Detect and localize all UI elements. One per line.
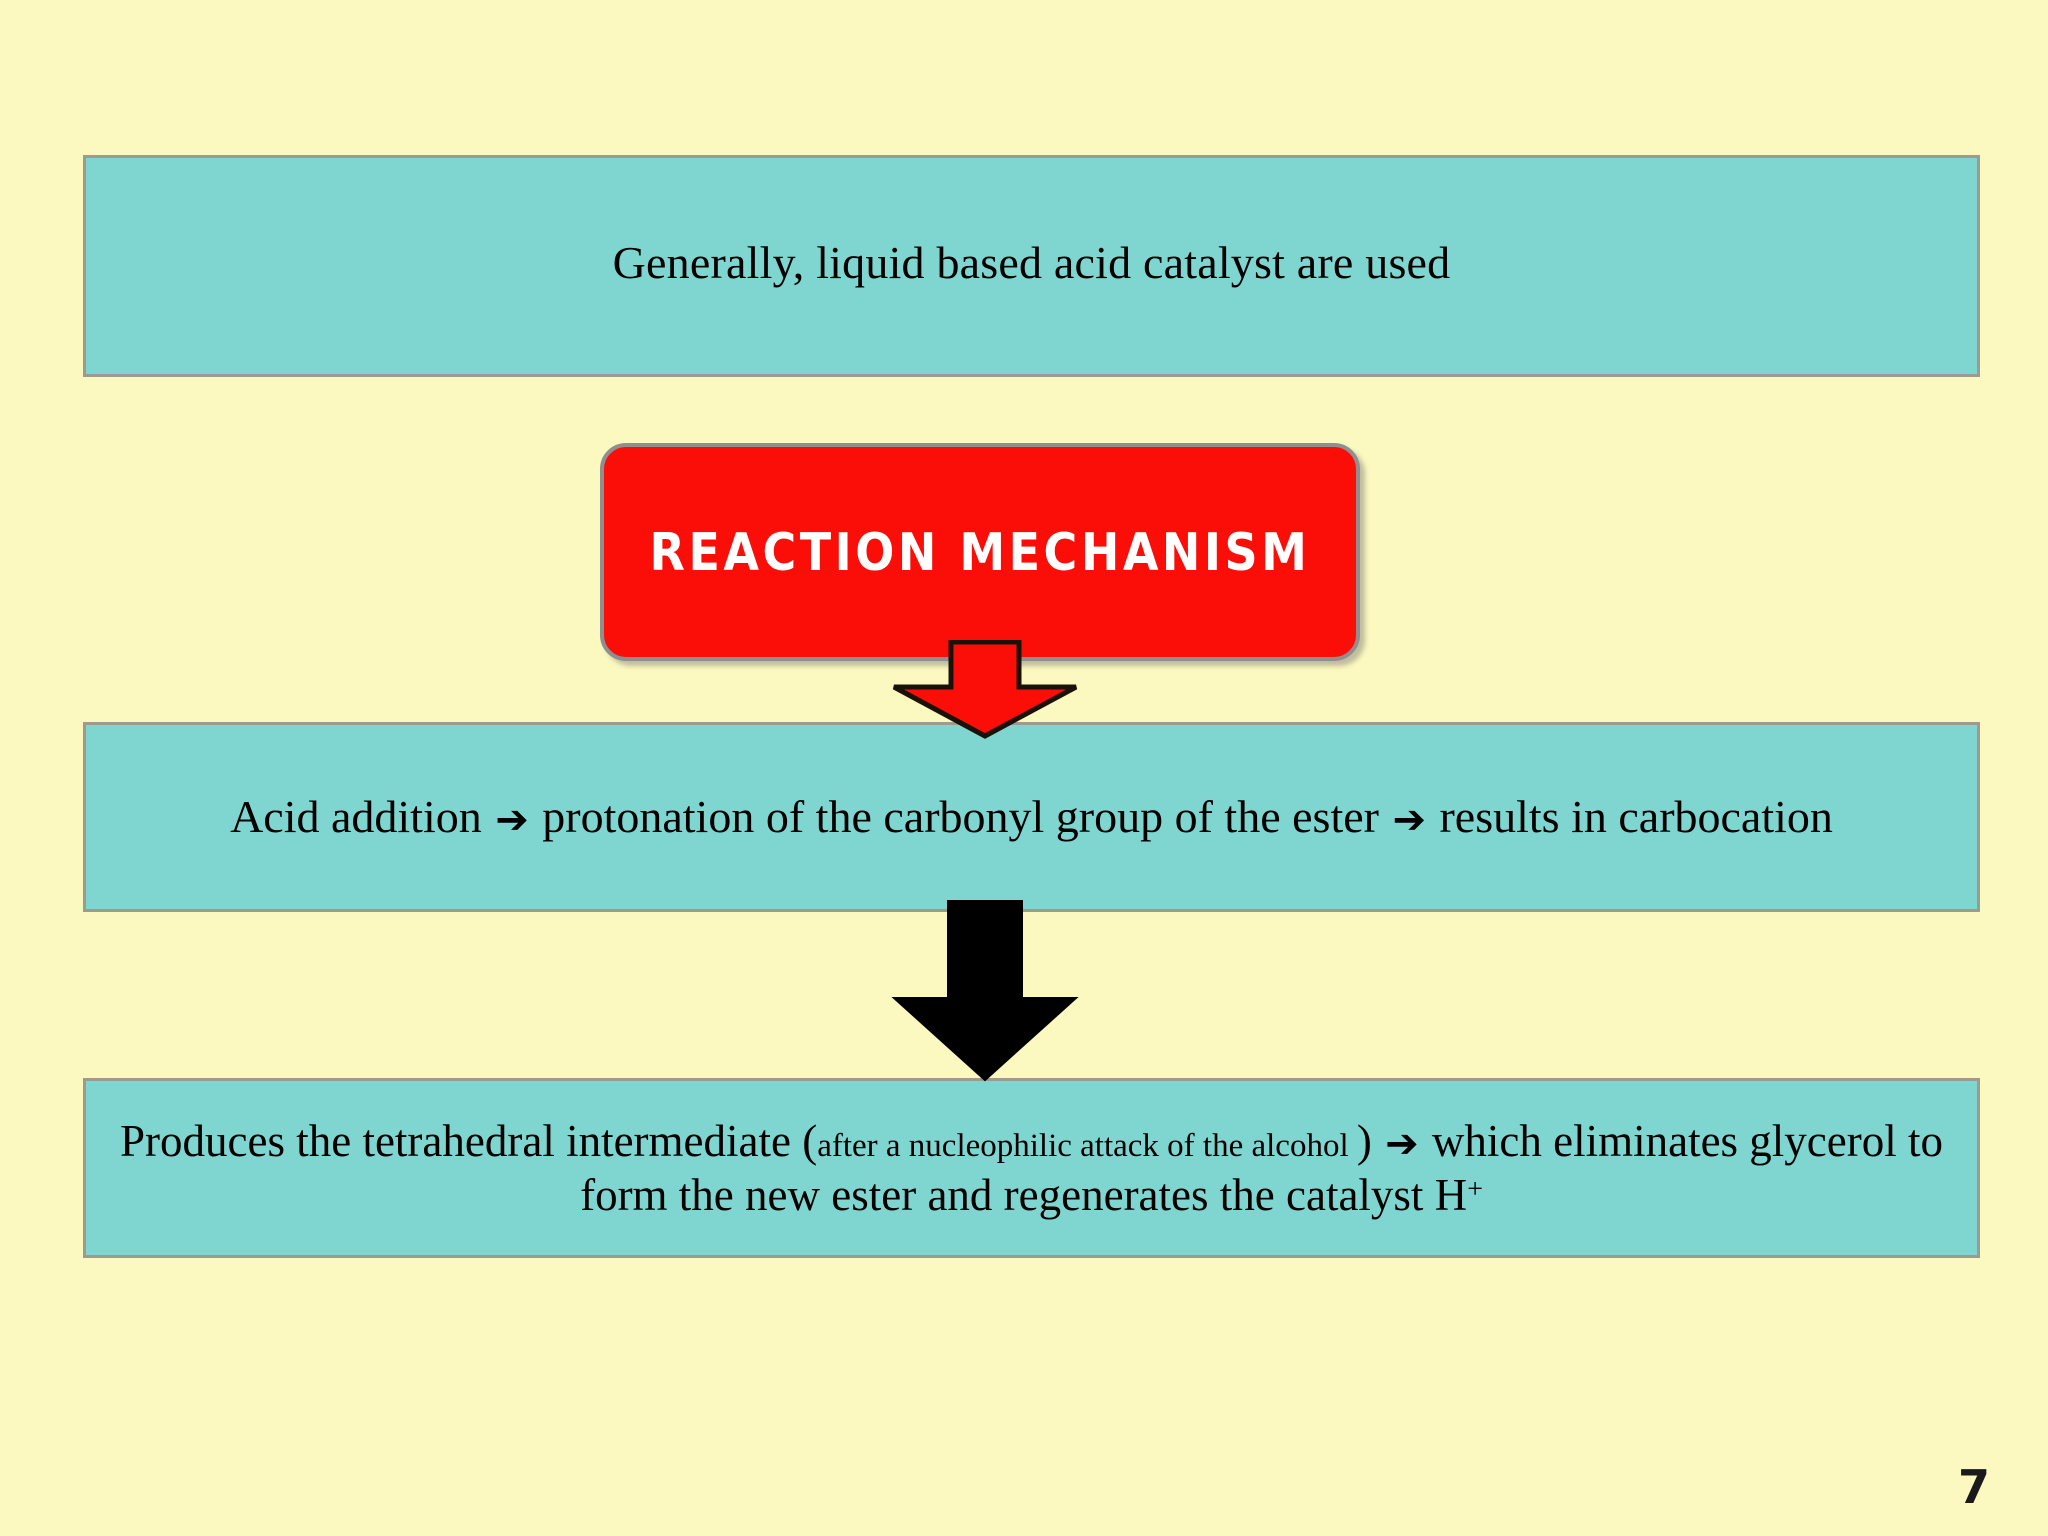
superscript-plus: + [1467,1173,1483,1205]
step2-text: Produces the tetrahedral intermediate (a… [116,1114,1947,1222]
right-arrow-icon: ➔ [1392,796,1426,843]
intro-statement-box: Generally, liquid based acid catalyst ar… [83,155,1980,377]
down-arrow-black [891,900,1079,1082]
right-arrow-icon: ➔ [1385,1121,1419,1167]
step1-box: Acid addition ➔ protonation of the carbo… [83,722,1980,912]
page-number: 7 [1957,1460,1990,1514]
step1-text: Acid addition ➔ protonation of the carbo… [230,790,1833,844]
step1-text-part2: protonation of the carbonyl group of the… [530,790,1391,842]
step1-text-part1: Acid addition [230,790,494,842]
step2-box: Produces the tetrahedral intermediate (a… [83,1078,1980,1258]
step1-text-part3: results in carbocation [1427,790,1833,842]
intro-statement-text: Generally, liquid based acid catalyst ar… [612,237,1451,289]
step2-text-part2: ) [1356,1116,1384,1166]
right-arrow-icon: ➔ [495,796,529,843]
down-arrow-red [892,640,1078,739]
reaction-mechanism-label: REACTION MECHANISM [649,521,1311,583]
reaction-mechanism-callout[interactable]: REACTION MECHANISM [600,443,1360,661]
step2-text-part3: which eliminates glycerol to form the ne… [580,1116,1943,1220]
step2-parenthetical-note: after a nucleophilic attack of the alcoh… [817,1128,1357,1164]
step2-text-part1: Produces the tetrahedral intermediate ( [120,1116,818,1166]
